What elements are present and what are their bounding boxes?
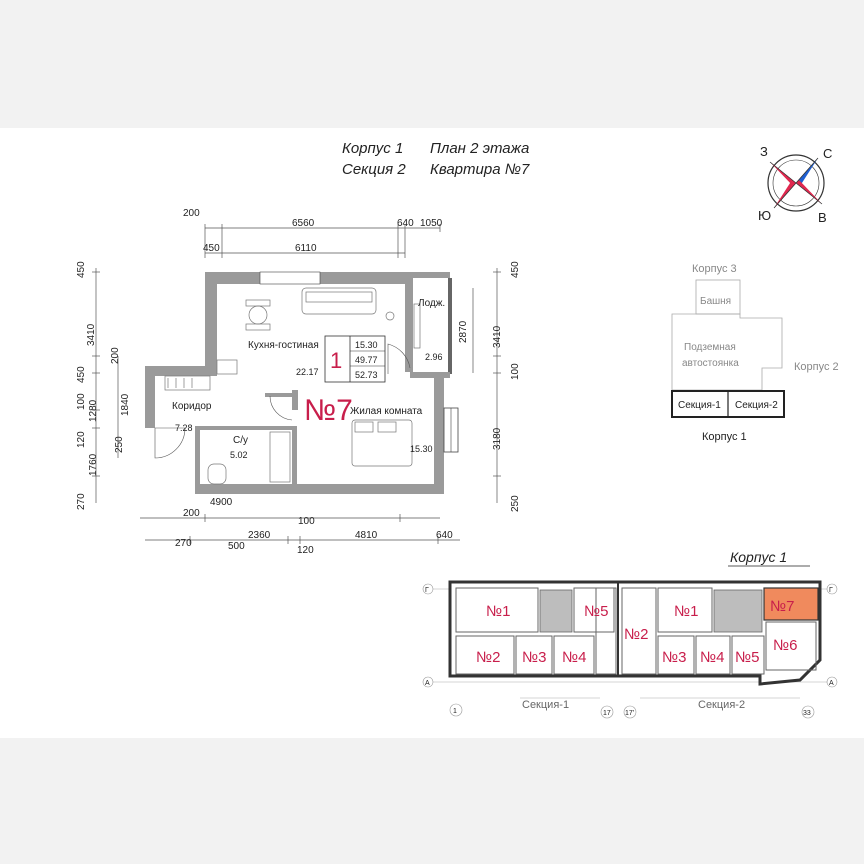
dim-left-200: 200	[110, 347, 121, 364]
room-loggia-name: Лодж.	[418, 298, 445, 309]
dims-left: 450 3410 200 450 100 1280 120 1760 270 1…	[76, 261, 131, 510]
dim-top-1050: 1050	[420, 218, 443, 229]
site-plan: Корпус 3 Башня Подземная автостоянка Кор…	[671, 263, 839, 443]
site-parking-line2: автостоянка	[682, 358, 739, 369]
header-floor-plan: План 2 этажа	[430, 140, 530, 157]
dim-right-100: 100	[510, 363, 521, 380]
key-axis-a-right: А	[829, 680, 834, 687]
room-bath-area: 5.02	[230, 450, 248, 460]
dim-left-3410: 3410	[86, 323, 97, 346]
compass-east: В	[818, 210, 827, 225]
key-s2-unit-4: №4	[700, 649, 724, 666]
furniture	[164, 287, 421, 485]
dims-right: 450 3410 100 3180 250 2870	[458, 261, 521, 512]
site-parking-line1: Подземная	[684, 342, 736, 353]
apartment-walls	[145, 271, 459, 494]
key-plan-title: Корпус 1	[730, 549, 787, 565]
key-s2-unit-1: №1	[674, 603, 698, 620]
dim-left-250: 250	[114, 436, 125, 453]
dim-left-120: 120	[76, 431, 87, 448]
key-axis-a-left: А	[425, 680, 430, 687]
key-s1-unit-5: №5	[584, 603, 608, 620]
key-axis-1: 1	[453, 708, 457, 715]
site-section1: Секция-1	[678, 400, 721, 411]
dim-top-640: 640	[397, 218, 414, 229]
key-s1-unit-2-mid: №2	[624, 626, 648, 643]
compass-rose: С З Ю В	[758, 144, 832, 225]
site-tower-korpus: Корпус 3	[692, 263, 737, 275]
key-axis-g-left: Г	[425, 587, 429, 594]
dim-right-3410: 3410	[492, 325, 503, 348]
dim-left-270: 270	[76, 493, 87, 510]
dim-top-450: 450	[203, 243, 220, 254]
dim-bottom-120: 120	[297, 545, 314, 556]
dim-right-250: 250	[510, 495, 521, 512]
key-s2-unit-5: №5	[735, 649, 759, 666]
room-loggia-area: 2.96	[425, 352, 443, 362]
dim-bottom-200: 200	[183, 508, 200, 519]
compass-north: С	[823, 146, 832, 161]
header-section: Секция 2	[342, 161, 406, 178]
room-kitchen-area: 22.17	[296, 367, 319, 377]
site-korpus2: Корпус 2	[794, 361, 839, 373]
compass-west: З	[760, 144, 768, 159]
dim-bottom-2360: 2360	[248, 530, 271, 541]
dim-left-1840: 1840	[120, 393, 131, 416]
site-tower-label: Башня	[700, 296, 731, 307]
dim-left-100: 100	[76, 393, 87, 410]
dim-top-6110: 6110	[295, 243, 317, 254]
room-living-area: 15.30	[410, 444, 433, 454]
summary-living: 15.30	[355, 340, 378, 350]
dim-bottom-500: 500	[228, 541, 245, 552]
key-section2: Секция-2	[698, 699, 745, 711]
dim-right-450: 450	[510, 261, 521, 278]
key-s2-unit-6: №6	[773, 637, 797, 654]
room-living-name: Жилая комната	[350, 406, 423, 417]
area-summary: 1 15.30 49.77 52.73	[324, 335, 386, 383]
header-apartment: Квартира №7	[430, 161, 530, 178]
dim-bottom-100: 100	[298, 516, 315, 527]
dim-bottom-270: 270	[175, 538, 192, 549]
key-s1-unit-3: №3	[522, 649, 546, 666]
key-axis-17p: 17'	[625, 710, 634, 717]
key-s1-unit-2: №2	[476, 649, 500, 666]
room-bath-name: С/у	[233, 435, 248, 446]
key-plan: Корпус 1 Г А Г А	[422, 549, 838, 719]
dim-left-450b: 450	[76, 366, 87, 383]
dim-right-2870: 2870	[458, 320, 469, 343]
key-s2-unit-7: №7	[770, 598, 794, 615]
compass-south: Ю	[758, 208, 771, 223]
key-s1-unit-1: №1	[486, 603, 510, 620]
dim-bottom-4900: 4900	[210, 497, 233, 508]
site-korpus1: Корпус 1	[702, 431, 747, 443]
key-section1: Секция-1	[522, 699, 569, 711]
room-corridor-area: 7.28	[175, 423, 193, 433]
dimension-lines	[92, 224, 501, 544]
dim-right-3180: 3180	[492, 427, 503, 450]
room-kitchen-name: Кухня-гостиная	[248, 340, 319, 351]
room-corridor-name: Коридор	[172, 401, 212, 412]
key-s1-unit-4: №4	[562, 649, 586, 666]
key-axis-33: 33	[803, 710, 811, 717]
summary-total-loggia: 52.73	[355, 370, 378, 380]
drawing: С З Ю В	[76, 144, 839, 719]
summary-rooms: 1	[330, 348, 342, 373]
key-s2-unit-3: №3	[662, 649, 686, 666]
header-building: Корпус 1	[342, 140, 404, 157]
dim-left-1760: 1760	[88, 453, 99, 476]
key-axis-17: 17	[603, 710, 611, 717]
apartment-number-label: №7	[304, 394, 353, 427]
dim-top-6560: 6560	[292, 218, 315, 229]
key-highlight-unit	[763, 587, 819, 621]
dim-bottom-640: 640	[436, 530, 453, 541]
dim-top-200: 200	[183, 208, 200, 219]
plan-sheet: Корпус 1 План 2 этажа Секция 2 Квартира …	[0, 128, 864, 738]
dim-bottom-4810: 4810	[355, 530, 378, 541]
site-section2: Секция-2	[735, 400, 778, 411]
dim-left-450: 450	[76, 261, 87, 278]
key-axis-g-right: Г	[829, 587, 833, 594]
summary-total: 49.77	[355, 355, 378, 365]
dim-left-1280: 1280	[88, 399, 99, 422]
